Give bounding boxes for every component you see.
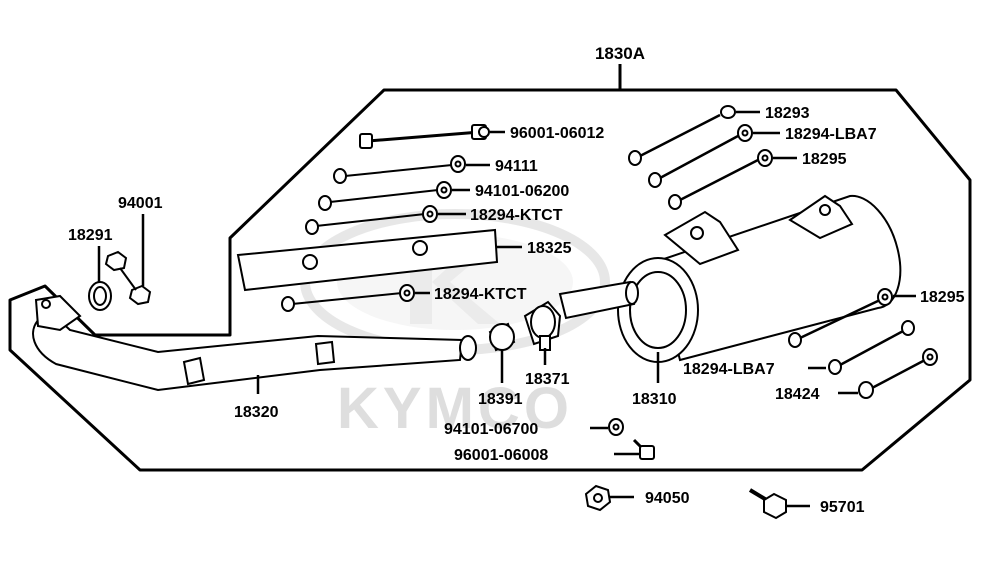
bolt-18293: [628, 105, 736, 166]
assembly-code: 1830A: [595, 44, 645, 63]
washer-18424: [858, 348, 938, 399]
bolt-96001-06008: [632, 438, 655, 460]
washer-94111: [333, 155, 466, 184]
label-18295-a: 18295: [802, 151, 847, 168]
assembly-boundary: [8, 88, 972, 472]
label-95701: 95701: [820, 499, 865, 516]
label-94101-06200: 94101-06200: [475, 183, 569, 200]
washer-94101-06200: [318, 181, 452, 211]
label-18294-lba7-b: 18294-LBA7: [683, 361, 775, 378]
gasket-18391: [488, 322, 516, 352]
label-18424: 18424: [775, 386, 820, 403]
label-18371: 18371: [525, 371, 570, 388]
label-18293: 18293: [765, 105, 810, 122]
bolt-18294-lba7-b: [828, 320, 915, 375]
label-94050: 94050: [645, 490, 690, 507]
label-94111: 94111: [495, 158, 538, 175]
washer-18294-ktct-a: [305, 205, 438, 235]
label-18294-lba7-a: 18294-LBA7: [785, 126, 877, 143]
clamp-18371: [523, 300, 562, 351]
label-18391: 18391: [478, 391, 523, 408]
label-18310: 18310: [632, 391, 677, 408]
label-18294-ktct-b: 18294-KTCT: [434, 286, 527, 303]
bolt-18295-b: [788, 288, 893, 348]
heat-shield-18325: [236, 228, 499, 292]
label-18294-ktct-a: 18294-KTCT: [470, 207, 563, 224]
label-18295-b: 18295: [920, 289, 965, 306]
label-96001-06008: 96001-06008: [454, 447, 548, 464]
watermark-text: KYMCO: [337, 376, 573, 441]
gasket-18291: [88, 281, 112, 311]
nut-94050: [584, 484, 612, 512]
label-96001-06012: 96001-06012: [510, 125, 604, 142]
label-18291: 18291: [68, 227, 113, 244]
exhaust-pipe-18320: [32, 294, 477, 392]
bolt-18295-a: [668, 149, 773, 210]
washer-94101-06700: [608, 418, 624, 436]
muffler-18310: [558, 194, 902, 363]
nut-94001: [104, 250, 152, 306]
label-94101-06700: 94101-06700: [444, 421, 538, 438]
bolt-18294-lba7-a: [648, 124, 753, 188]
bolt-96001-06012: [359, 124, 490, 149]
label-94001: 94001: [118, 195, 163, 212]
bolt-95701: [748, 488, 787, 520]
washer-18294-ktct-b: [281, 284, 415, 312]
label-18325: 18325: [527, 240, 572, 257]
label-18320: 18320: [234, 404, 279, 421]
